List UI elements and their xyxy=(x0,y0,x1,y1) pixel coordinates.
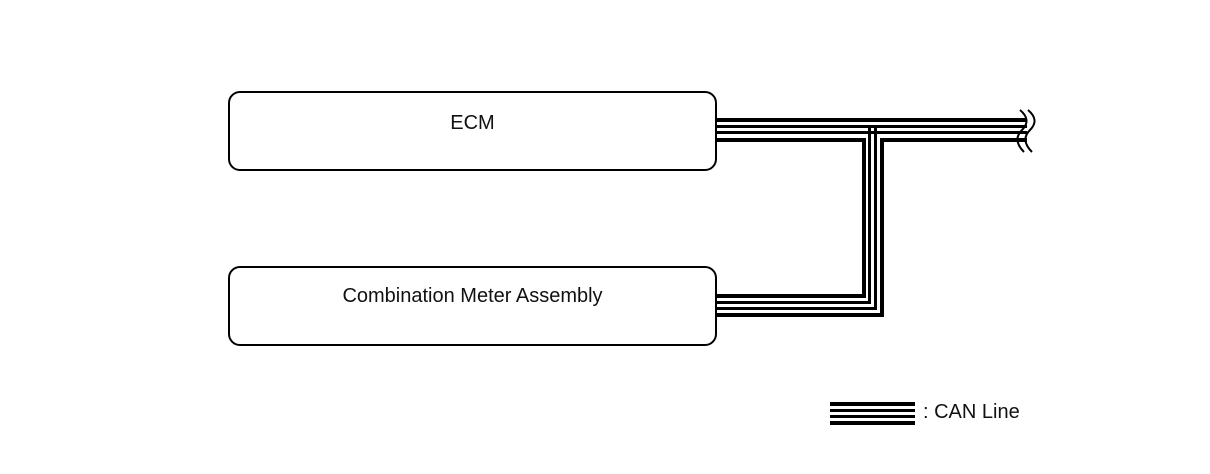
ecm-label: ECM xyxy=(450,111,495,134)
can-line-ecm-bus xyxy=(717,118,1027,142)
can-line-branch xyxy=(862,128,884,316)
can-line-meter xyxy=(717,294,884,317)
legend-label: : CAN Line xyxy=(923,401,1020,423)
legend-can-line-symbol xyxy=(830,402,915,425)
combination-meter-box: Combination Meter Assembly xyxy=(228,266,717,346)
combination-meter-label: Combination Meter Assembly xyxy=(342,284,603,307)
ecm-box: ECM xyxy=(228,91,717,171)
break-icon xyxy=(1016,109,1036,153)
